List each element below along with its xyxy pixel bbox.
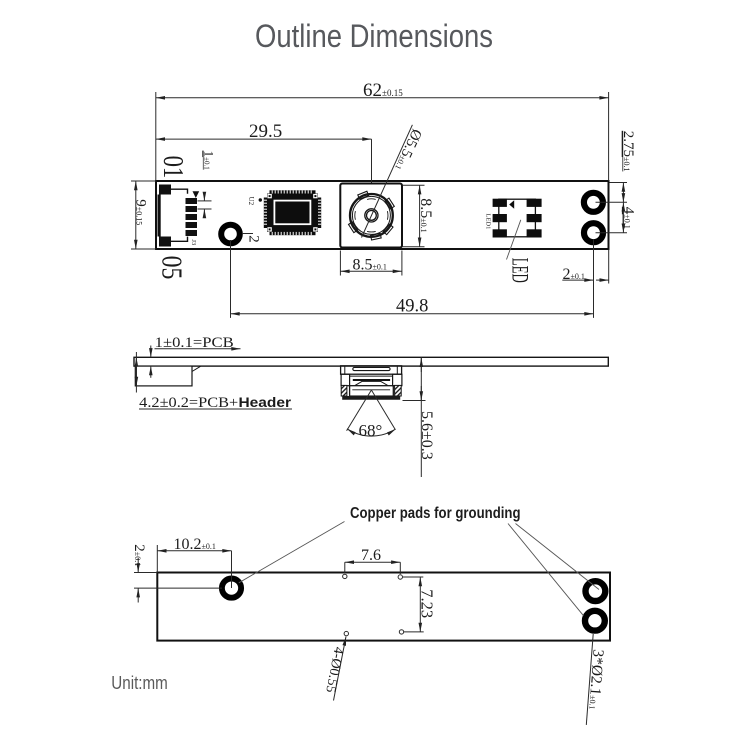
svg-text:Unit:mm: Unit:mm bbox=[111, 673, 168, 693]
svg-text:Outline Dimensions: Outline Dimensions bbox=[255, 18, 493, 54]
svg-text:Copper pads for grounding: Copper pads for grounding bbox=[350, 505, 521, 522]
svg-text:49.8: 49.8 bbox=[396, 297, 428, 317]
svg-text:LED1: LED1 bbox=[484, 214, 491, 230]
svg-text:2: 2 bbox=[245, 235, 261, 243]
svg-text:Header: Header bbox=[239, 395, 292, 410]
svg-text:29.5: 29.5 bbox=[249, 121, 282, 142]
svg-text:05: 05 bbox=[156, 256, 189, 280]
svg-text:J3: J3 bbox=[190, 240, 197, 246]
svg-text:5.6±0.3: 5.6±0.3 bbox=[418, 411, 435, 460]
svg-text:1±0.1=PCB: 1±0.1=PCB bbox=[155, 335, 234, 351]
svg-text:7.23: 7.23 bbox=[417, 589, 436, 618]
svg-text:01: 01 bbox=[157, 156, 189, 179]
svg-text:4.2±0.2=PCB+: 4.2±0.2=PCB+ bbox=[139, 395, 238, 411]
svg-text:3*Ø2.1±0.1: 3*Ø2.1±0.1 bbox=[585, 649, 606, 711]
svg-text:LED: LED bbox=[506, 258, 532, 283]
svg-text:68°: 68° bbox=[359, 421, 383, 440]
svg-text:U2: U2 bbox=[247, 197, 255, 206]
svg-text:7.6: 7.6 bbox=[361, 547, 381, 564]
